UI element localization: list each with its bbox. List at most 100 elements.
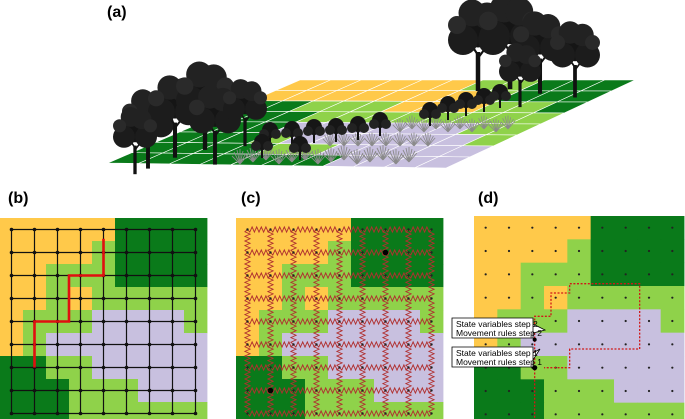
spring-node [361,389,364,392]
spring-node [315,412,318,415]
spring-edge [289,252,298,276]
network-node [32,388,37,393]
spring-node [246,320,249,323]
cell-centroid [601,319,604,323]
spring-edge [289,367,298,391]
network-node [9,411,14,416]
panel-d-agent-model: State variables step 2 Movement rules st… [451,216,685,419]
spring-node [315,228,318,231]
network-node [9,319,14,324]
spring-node [246,297,249,300]
spring-node [407,320,410,323]
spring-edge [408,363,432,372]
spring-node [430,366,433,369]
cell-centroid [624,273,627,276]
spring-node [430,389,433,392]
network-node [78,250,83,255]
spring-node [269,228,272,231]
grid-cells-d [474,216,685,419]
spring-edge [270,271,294,280]
network-node [9,250,14,255]
network-node [101,411,106,416]
network-node [147,250,152,255]
spring-node [361,228,364,231]
network-node [9,273,14,278]
cell-centroid [507,296,511,299]
network-node [170,342,175,347]
cell-centroid [507,413,511,416]
grid-cell [282,402,306,419]
cell-centroid [671,413,674,416]
spring-edge [385,386,409,395]
network-node [170,250,175,255]
cell-centroid [624,366,627,369]
panel-c-label: (c) [241,190,261,207]
cell-centroid [531,413,534,416]
network-node [124,250,129,255]
spring-edge [358,321,367,345]
grid-cell [236,402,260,419]
spring-edge [381,390,390,414]
spring-edge [381,275,390,299]
spring-node [384,412,387,415]
trajectory-line [534,283,641,419]
spring-node [430,228,433,231]
cell-centroid [577,389,581,393]
network-node [101,342,106,347]
cell-centroid [577,249,581,253]
spring-edge [270,340,294,349]
network-node [78,365,83,370]
spring-edge [312,367,321,391]
spring-edge [335,229,344,253]
spring-edge [404,367,413,391]
network-node [78,319,83,324]
grid-cell [259,402,283,419]
grid-cell [420,402,444,419]
spring-edge [266,321,275,345]
cell-centroid [624,343,627,346]
callout-step1: State variables step 1 Movement rules st… [451,346,542,368]
cell-centroid [624,296,627,299]
spring-node [407,297,410,300]
spring-edge [247,225,271,234]
spring-node [407,366,410,369]
spring-edge [243,252,252,276]
cell-centroid [554,413,557,416]
spring-edge [427,252,436,276]
network-node [78,342,83,347]
spring-edge [266,275,275,299]
cell-centroid [484,273,487,276]
spring-edge [270,363,294,372]
spring-node [315,297,318,300]
spring-edge [408,248,432,257]
network-node [124,388,129,393]
spring-edge [293,225,317,234]
spring-edge [358,252,367,276]
network-node [170,411,175,416]
spring-node [361,320,364,323]
network-node [32,227,37,232]
grid-cell [567,402,592,419]
spring-node [361,297,364,300]
network-node [78,388,83,393]
callout-step2-line2: Movement rules step 2 [456,328,542,338]
network-node [55,296,60,301]
cell-centroid [671,249,674,253]
network-node [32,411,37,416]
grid-cell [660,402,685,419]
cell-centroid [531,343,534,346]
network-node [170,273,175,278]
spring-edge [293,294,317,303]
spring-edge [404,344,413,368]
spring-edge [385,225,409,234]
spring-edge [312,321,321,345]
spring-edge [408,340,432,349]
spring-node [361,366,364,369]
cell-centroid [554,389,557,393]
cell-centroid [647,296,651,299]
spring-edge [385,363,409,372]
spring-edge [335,367,344,391]
network-node [55,342,60,347]
spring-node [292,412,295,415]
spring-node [315,320,318,323]
